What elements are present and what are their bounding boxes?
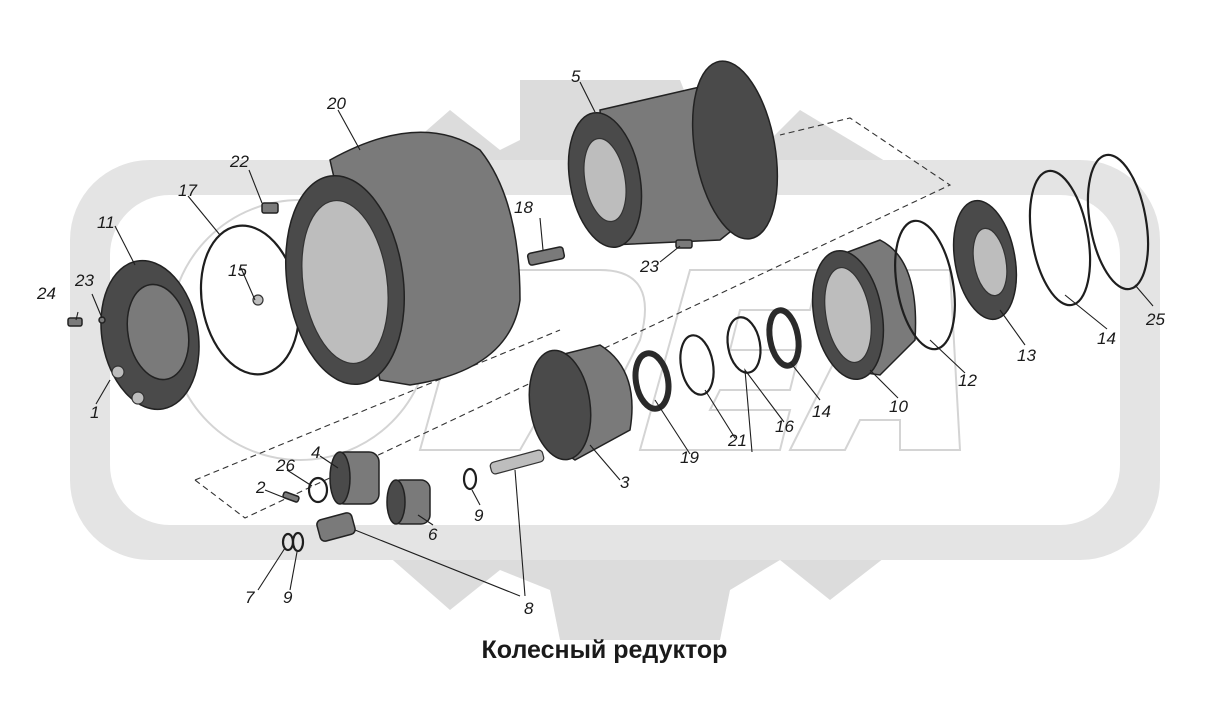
- leader-lines: [75, 81, 1154, 597]
- assembly-axes: [194, 117, 952, 519]
- part-19-ring: [679, 334, 715, 396]
- callout-7: 7: [245, 588, 255, 607]
- callout-12: 12: [958, 371, 977, 390]
- part-5-axle-housing: [567, 60, 779, 248]
- callout-14-left: 15: [228, 261, 247, 280]
- part-18-ring: [726, 316, 762, 374]
- callout-23-upper: 22: [229, 152, 249, 171]
- part-8-pin-short: [316, 512, 356, 542]
- part-25-screw: [67, 317, 83, 327]
- callout-3: 3: [620, 473, 630, 492]
- callout-11: 13: [1017, 346, 1036, 365]
- part-23-bolt-upper: [261, 202, 279, 214]
- callout-14-right: 14: [1097, 329, 1116, 348]
- part-16-bolt: [526, 246, 566, 266]
- part-8-pin-long: [489, 449, 545, 475]
- part-17-ring: [766, 307, 802, 369]
- callout-9-mid: 9: [474, 506, 484, 525]
- callout-10: 10: [889, 397, 908, 416]
- callout-26: 26: [275, 456, 295, 475]
- callout-17: 14: [812, 402, 831, 421]
- callout-22: 20: [326, 94, 346, 113]
- part-4-gear: [329, 451, 380, 505]
- part-3-planet-carrier: [528, 344, 633, 461]
- part-11-gear-hub: [952, 199, 1018, 321]
- part-9-washer-low: [291, 531, 305, 553]
- callout-18: 16: [775, 417, 794, 436]
- part-22-hub-drum: [284, 131, 521, 386]
- part-2-screw: [282, 491, 300, 503]
- part-20-ring: [632, 350, 672, 412]
- callout-20: 19: [680, 448, 699, 467]
- callout-25: 24: [36, 284, 56, 303]
- callout-23-lower: 23: [639, 257, 659, 276]
- callout-13: 11: [97, 213, 115, 232]
- part-14-ring-right: [1028, 169, 1092, 307]
- callout-8: 8: [524, 599, 534, 618]
- callout-1: 1: [90, 403, 99, 422]
- part-6-gear: [386, 479, 431, 525]
- callout-9-low: 9: [283, 588, 293, 607]
- part-26-ring: [307, 476, 329, 504]
- callout-21: 25: [1145, 310, 1165, 329]
- callout-labels: 11 24 23 1 17 15 22 20 5 18 23 3 19 21 1…: [36, 67, 1165, 618]
- callout-5: 5: [571, 67, 581, 86]
- callout-16: 18: [514, 198, 533, 217]
- part-10-ring-gear: [811, 239, 917, 381]
- callout-19: 21: [727, 431, 747, 450]
- part-21-ring: [1086, 153, 1150, 291]
- diagram-caption: Колесный редуктор: [481, 636, 728, 664]
- callout-6: 6: [428, 525, 438, 544]
- callout-24: 23: [74, 271, 94, 290]
- callout-15: 17: [178, 181, 197, 200]
- part-9-washer-mid: [462, 467, 478, 491]
- callout-4: 4: [311, 443, 320, 462]
- callout-2: 2: [255, 478, 266, 497]
- part-12-ring: [894, 219, 956, 351]
- part-13-hub-cover: [100, 259, 200, 411]
